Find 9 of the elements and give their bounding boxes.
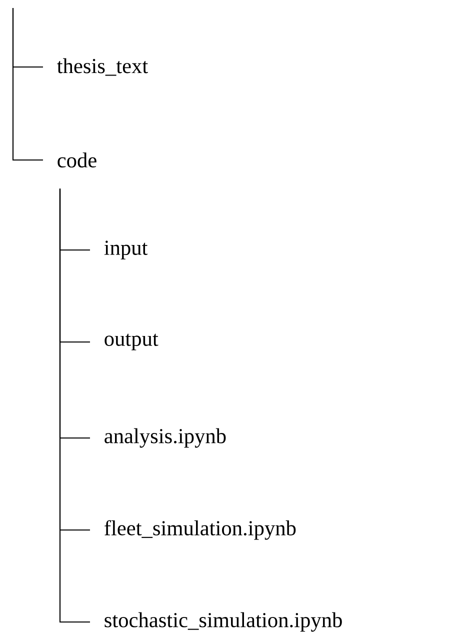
folder-name: output bbox=[104, 334, 158, 350]
folder-name: thesis_text bbox=[57, 58, 148, 76]
folder-name: input bbox=[104, 240, 148, 260]
folder-name: code bbox=[58, 152, 96, 168]
folder-name: stochastic_simulation.ipynb bbox=[104, 612, 342, 632]
tree-connector bbox=[59, 188, 90, 623]
tree-connector bbox=[12, 8, 43, 161]
folder-name: analysis.ipynb bbox=[104, 428, 226, 448]
folder-name: fleet_simulation.ipynb bbox=[104, 520, 296, 540]
